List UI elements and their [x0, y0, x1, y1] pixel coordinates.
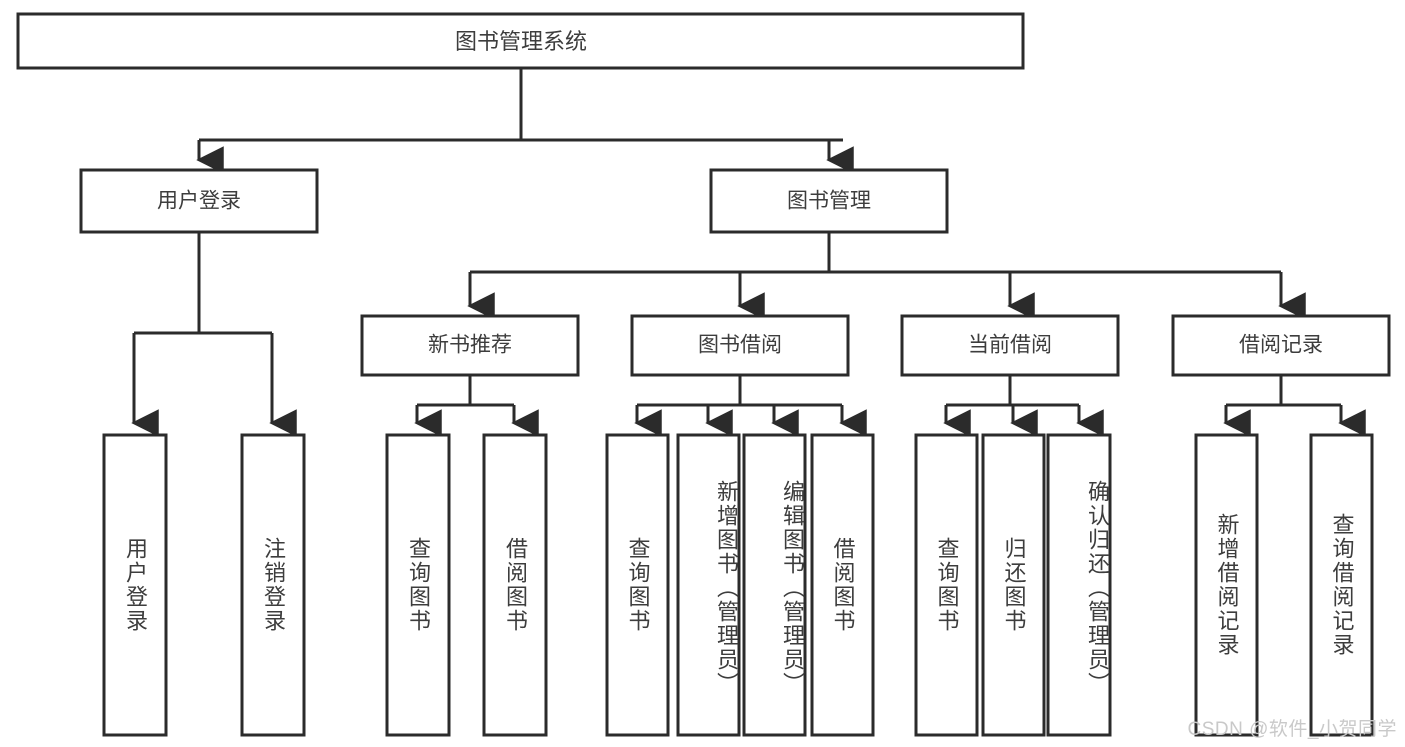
- leaf-group-current-borrow: [914, 433, 1112, 737]
- leaf-box-bookborrow-1[interactable]: [676, 433, 741, 737]
- node-user-login-label: 用户登录: [157, 190, 241, 213]
- leaf-box-bookborrow-0[interactable]: [605, 433, 670, 737]
- node-root-book-management-system[interactable]: 图书管理系统: [16, 12, 1025, 70]
- leaf-box-user-login-1[interactable]: [240, 433, 306, 737]
- leaf-box-currentborrow-2[interactable]: [1046, 433, 1112, 737]
- node-root-label: 图书管理系统: [455, 29, 587, 54]
- leaf-group-new-book-recommend: [385, 433, 548, 737]
- node-book-borrow-label: 图书借阅: [698, 334, 782, 357]
- connector-currentborrow-to-leaves: [943, 375, 1104, 437]
- node-current-borrow[interactable]: 当前借阅: [900, 314, 1120, 377]
- node-current-borrow-label: 当前借阅: [968, 334, 1052, 357]
- node-new-book-recommend-label: 新书推荐: [428, 334, 512, 357]
- node-borrow-record-label: 借阅记录: [1239, 334, 1323, 357]
- node-user-login[interactable]: 用户登录: [79, 168, 319, 234]
- leaf-box-currentborrow-0[interactable]: [914, 433, 979, 737]
- leaf-box-newbook-1[interactable]: [482, 433, 548, 737]
- node-book-borrow[interactable]: 图书借阅: [630, 314, 850, 377]
- leaf-group-borrow-record: [1194, 433, 1374, 737]
- connector-bookborrow-to-leaves: [634, 375, 867, 437]
- leaf-box-currentborrow-1[interactable]: [981, 433, 1046, 737]
- leaf-box-borrowrecord-0[interactable]: [1194, 433, 1259, 737]
- leaf-box-newbook-0[interactable]: [385, 433, 451, 737]
- leaf-group-user-login: [102, 433, 306, 737]
- connector-borrowrecord-to-leaves: [1223, 375, 1366, 437]
- watermark-text: CSDN @软件_小贺同学: [1187, 719, 1397, 740]
- connector-bookmgmt-to-level2: [467, 232, 1306, 320]
- connector-userlogin-to-leaves: [131, 232, 297, 437]
- node-new-book-recommend[interactable]: 新书推荐: [360, 314, 580, 377]
- node-borrow-record[interactable]: 借阅记录: [1171, 314, 1391, 377]
- node-book-management[interactable]: 图书管理: [709, 168, 949, 234]
- leaf-box-borrowrecord-1[interactable]: [1309, 433, 1374, 737]
- leaf-box-bookborrow-2[interactable]: [742, 433, 807, 737]
- node-book-management-label: 图书管理: [787, 190, 871, 213]
- leaf-group-book-borrow: [605, 433, 875, 737]
- leaf-box-user-login-0[interactable]: [102, 433, 168, 737]
- leaf-box-bookborrow-3[interactable]: [810, 433, 875, 737]
- connector-newbook-to-leaves: [414, 375, 539, 437]
- connector-root-to-level1: [196, 68, 854, 174]
